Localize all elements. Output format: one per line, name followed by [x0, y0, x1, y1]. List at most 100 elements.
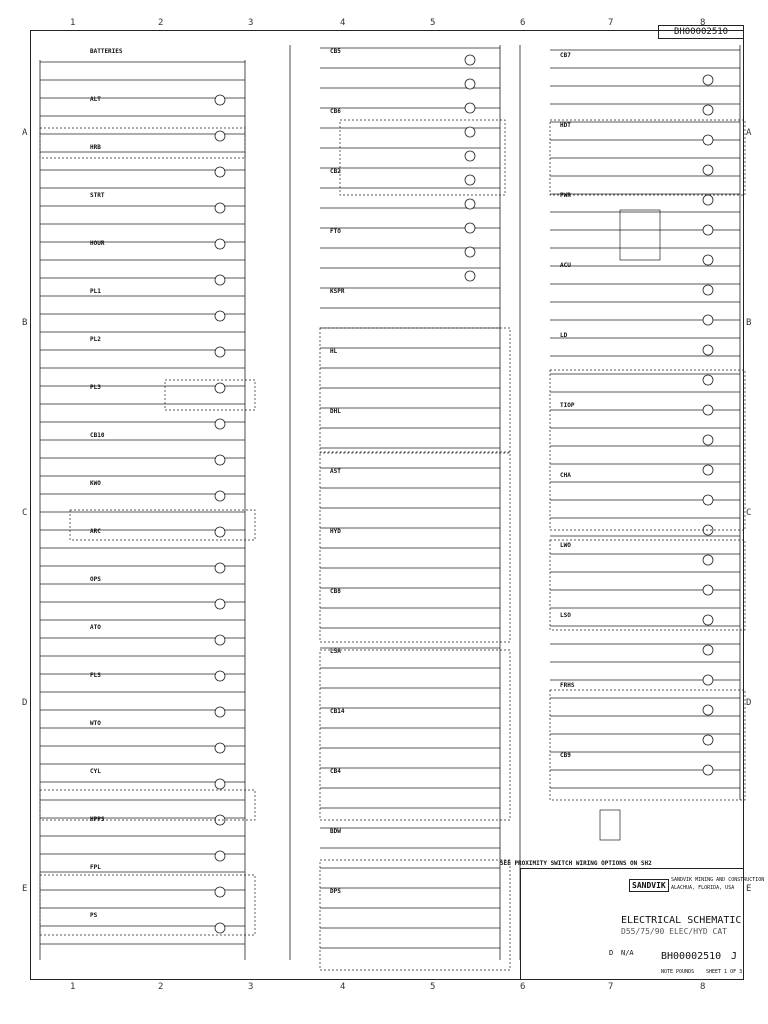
column-label: 1: [70, 18, 76, 28]
lamp-symbol: [702, 314, 714, 326]
title-block: SANDVIK SANDVIK MINING AND CONSTRUCTION …: [520, 868, 764, 980]
lamp-symbol: [702, 734, 714, 746]
component-tag: KSPR: [330, 288, 345, 295]
lamp-symbol: [702, 344, 714, 356]
lamp-symbol: [702, 494, 714, 506]
component-tag: PWR: [560, 192, 571, 199]
lamp-symbol: [702, 194, 714, 206]
component-tag: CYL: [90, 768, 101, 775]
component-tag: HRB: [90, 144, 101, 151]
brand-logo: SANDVIK: [629, 879, 669, 892]
lamp-symbol: [214, 562, 226, 574]
title-line-1: ELECTRICAL SCHEMATIC: [621, 915, 742, 926]
component-tag: LWO: [560, 542, 571, 549]
lamp-symbol: [464, 246, 476, 258]
column-label: 6: [520, 982, 526, 992]
lamp-symbol: [702, 554, 714, 566]
component-tag: LSA: [330, 648, 341, 655]
component-tag: HDT: [560, 122, 571, 129]
weight-note: NOTE POUNDS: [661, 969, 695, 975]
component-box: [619, 209, 661, 261]
component-tag: PS: [90, 912, 98, 919]
row-label: C: [746, 508, 752, 518]
component-box: [549, 119, 746, 196]
component-box: [39, 127, 246, 159]
row-label: E: [22, 884, 28, 894]
component-tag: DPS: [330, 888, 341, 895]
lamp-symbol: [214, 94, 226, 106]
component-box: [69, 509, 256, 541]
component-tag: CB10: [90, 432, 105, 439]
company-location: ALACHUA, FLORIDA, USA: [671, 885, 735, 891]
lamp-symbol: [702, 614, 714, 626]
company-name: SANDVIK MINING AND CONSTRUCTION: [671, 877, 765, 883]
component-tag: HOUR: [90, 240, 105, 247]
component-box: [39, 789, 256, 821]
component-tag: CB6: [330, 108, 341, 115]
lamp-symbol: [464, 198, 476, 210]
column-label: 4: [340, 18, 346, 28]
lamp-symbol: [214, 850, 226, 862]
lamp-symbol: [214, 238, 226, 250]
component-box: [549, 369, 746, 531]
component-tag: OPS: [90, 576, 101, 583]
column-label: 8: [700, 982, 706, 992]
wiring-note: SEE PROXIMITY SWITCH WIRING OPTIONS ON S…: [500, 860, 652, 867]
row-label: D: [22, 698, 28, 708]
row-label: A: [746, 128, 752, 138]
lamp-symbol: [214, 490, 226, 502]
column-label: 5: [430, 18, 436, 28]
component-tag: CHA: [560, 472, 571, 479]
lamp-symbol: [702, 584, 714, 596]
lamp-symbol: [702, 674, 714, 686]
component-tag: CB8: [330, 588, 341, 595]
lamp-symbol: [702, 404, 714, 416]
component-box: [339, 119, 506, 196]
component-tag: CB5: [330, 48, 341, 55]
lamp-symbol: [214, 778, 226, 790]
component-tag: FLS: [90, 672, 101, 679]
component-tag: CB9: [560, 752, 571, 759]
lamp-symbol: [702, 284, 714, 296]
lamp-symbol: [464, 102, 476, 114]
component-tag: DHL: [330, 408, 341, 415]
component-tag: BATTERIES: [90, 48, 123, 55]
row-label: B: [746, 318, 752, 328]
lamp-symbol: [464, 270, 476, 282]
lamp-symbol: [702, 704, 714, 716]
lamp-symbol: [214, 526, 226, 538]
scale-value: N/A: [621, 949, 634, 957]
component-tag: BDW: [330, 828, 341, 835]
row-label: E: [746, 884, 752, 894]
lamp-symbol: [464, 174, 476, 186]
lamp-symbol: [214, 130, 226, 142]
component-tag: FTO: [330, 228, 341, 235]
component-box: [39, 874, 256, 936]
lamp-symbol: [214, 166, 226, 178]
lamp-symbol: [214, 742, 226, 754]
column-label: 2: [158, 982, 164, 992]
component-tag: FRHS: [560, 682, 575, 689]
component-tag: STRT: [90, 192, 105, 199]
component-tag: HYD: [330, 528, 341, 535]
component-tag: HPPS: [90, 816, 105, 823]
lamp-symbol: [464, 78, 476, 90]
lamp-symbol: [214, 418, 226, 430]
column-label: 4: [340, 982, 346, 992]
lamp-symbol: [214, 454, 226, 466]
component-tag: ARC: [90, 528, 101, 535]
drawing-number-bottom: BH00002510: [661, 951, 722, 962]
lamp-symbol: [464, 222, 476, 234]
component-tag: PL3: [90, 384, 101, 391]
lamp-symbol: [214, 274, 226, 286]
component-box: [599, 809, 621, 841]
column-label: 3: [248, 18, 254, 28]
component-tag: LSO: [560, 612, 571, 619]
component-box: [549, 539, 746, 631]
sheet-number: SHEET 1 OF 3: [706, 969, 743, 975]
drawing-frame: [30, 30, 744, 980]
component-tag: CB2: [330, 168, 341, 175]
lamp-symbol: [702, 434, 714, 446]
title-line-2: D55/75/90 ELEC/HYD CAT: [621, 927, 727, 936]
